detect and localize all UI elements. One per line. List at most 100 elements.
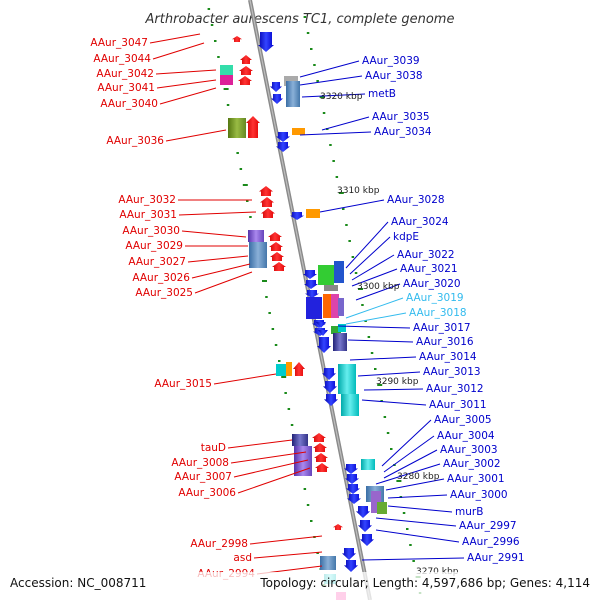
gene-block — [361, 459, 375, 470]
gene-label-aaur-3000[interactable]: AAur_3000 — [450, 489, 508, 501]
gene-label-aaur-2996[interactable]: AAur_2996 — [462, 536, 520, 548]
gene-label-aaur-3047[interactable]: AAur_3047 — [90, 37, 148, 49]
gene-block — [324, 285, 338, 291]
gene-label-aaur-3028[interactable]: AAur_3028 — [387, 194, 445, 206]
tick-mark — [351, 256, 355, 258]
tick-mark — [316, 80, 319, 82]
gene-arrow — [344, 464, 358, 474]
gene-label-aaur-3044[interactable]: AAur_3044 — [93, 53, 151, 65]
tick-mark — [303, 16, 307, 18]
gene-label-aaur-3011[interactable]: AAur_3011 — [429, 399, 487, 411]
tick-mark — [380, 400, 383, 402]
gene-label-aaur-3034[interactable]: AAur_3034 — [374, 126, 432, 138]
tick-mark — [377, 384, 383, 386]
leader-line — [375, 529, 460, 543]
gene-label-aaur-3006[interactable]: AAur_3006 — [178, 487, 236, 499]
gene-label-kdpe[interactable]: kdpE — [393, 231, 419, 243]
gene-label-aaur-3031[interactable]: AAur_3031 — [119, 209, 177, 221]
tick-mark — [239, 168, 243, 170]
gene-label-aaur-3015[interactable]: AAur_3015 — [154, 378, 212, 390]
tick-mark — [306, 504, 310, 506]
tick-mark — [306, 32, 310, 34]
gene-block — [220, 75, 233, 85]
leader-line — [181, 230, 247, 238]
gene-label-aaur-2997[interactable]: AAur_2997 — [459, 520, 517, 532]
gene-label-aaur-3017[interactable]: AAur_3017 — [413, 322, 471, 334]
gene-label-aaur-3041[interactable]: AAur_3041 — [97, 82, 155, 94]
gene-label-aaur-3036[interactable]: AAur_3036 — [106, 135, 164, 147]
topology-text: Topology: circular; Length: 4,597,686 bp… — [259, 576, 590, 590]
gene-label-taud[interactable]: tauD — [201, 442, 226, 454]
gene-arrow — [347, 494, 361, 504]
gene-label-aaur-3029[interactable]: AAur_3029 — [125, 240, 183, 252]
leader-line — [299, 75, 363, 86]
gene-arrow — [303, 270, 317, 279]
leader-line — [357, 371, 421, 377]
gene-label-aaur-3021[interactable]: AAur_3021 — [400, 263, 458, 275]
gene-label-aaur-3040[interactable]: AAur_3040 — [100, 98, 158, 110]
leader-line — [253, 551, 323, 559]
gene-arrow — [346, 484, 360, 494]
gene-block — [377, 502, 387, 514]
gene-label-aaur-3032[interactable]: AAur_3032 — [118, 194, 176, 206]
gene-block — [249, 242, 267, 268]
tick-mark — [281, 376, 287, 378]
gene-label-aaur-2998[interactable]: AAur_2998 — [190, 538, 248, 550]
gene-label-aaur-3007[interactable]: AAur_3007 — [174, 471, 232, 483]
leader-line — [194, 271, 253, 294]
gene-label-aaur-3038[interactable]: AAur_3038 — [365, 70, 423, 82]
gene-label-aaur-3022[interactable]: AAur_3022 — [397, 249, 455, 261]
gene-arrow — [344, 560, 358, 572]
gene-label-aaur-3003[interactable]: AAur_3003 — [440, 444, 498, 456]
tick-mark — [342, 208, 345, 210]
leader-line — [299, 131, 372, 136]
gene-arrow — [322, 368, 336, 380]
leader-line — [383, 435, 435, 473]
gene-label-asd[interactable]: asd — [233, 552, 252, 564]
tick-mark — [319, 96, 325, 98]
gene-label-aaur-3013[interactable]: AAur_3013 — [423, 366, 481, 378]
gene-label-aaur-3012[interactable]: AAur_3012 — [426, 383, 484, 395]
gene-label-aaur-2991[interactable]: AAur_2991 — [467, 552, 525, 564]
tick-mark — [386, 432, 390, 434]
gene-arrow — [358, 520, 372, 532]
gene-arrow — [276, 142, 290, 152]
leader-line — [349, 356, 417, 361]
gene-label-aaur-3018[interactable]: AAur_3018 — [409, 307, 467, 319]
tick-mark — [390, 448, 393, 450]
kbp-marker-3300: 3300 kbp — [357, 282, 400, 292]
gene-label-aaur-3016[interactable]: AAur_3016 — [416, 336, 474, 348]
gene-label-murb[interactable]: murB — [455, 506, 483, 518]
tick-mark — [370, 352, 374, 354]
leader-line — [301, 93, 366, 98]
gene-label-aaur-3019[interactable]: AAur_3019 — [406, 292, 464, 304]
gene-label-metb[interactable]: metB — [368, 88, 396, 100]
gene-label-aaur-3035[interactable]: AAur_3035 — [372, 111, 430, 123]
gene-arrow — [324, 394, 338, 406]
gene-label-aaur-3008[interactable]: AAur_3008 — [171, 457, 229, 469]
gene-label-aaur-3005[interactable]: AAur_3005 — [434, 414, 492, 426]
tick-mark — [412, 560, 415, 562]
leader-line — [345, 297, 404, 319]
gene-label-aaur-3025[interactable]: AAur_3025 — [135, 287, 193, 299]
gene-label-aaur-3026[interactable]: AAur_3026 — [132, 272, 190, 284]
gene-arrow — [259, 186, 273, 196]
gene-label-aaur-3030[interactable]: AAur_3030 — [122, 225, 180, 237]
gene-label-aaur-3024[interactable]: AAur_3024 — [391, 216, 449, 228]
gene-label-aaur-3020[interactable]: AAur_3020 — [403, 278, 461, 290]
gene-label-aaur-3002[interactable]: AAur_3002 — [443, 458, 501, 470]
gene-label-aaur-3039[interactable]: AAur_3039 — [362, 55, 420, 67]
tick-mark — [310, 520, 313, 522]
gene-block — [338, 324, 346, 332]
leader-line — [351, 254, 395, 281]
kbp-marker-3320: 3320 kbp — [320, 92, 363, 102]
gene-arrow — [258, 32, 274, 52]
gene-label-aaur-3014[interactable]: AAur_3014 — [419, 351, 477, 363]
gene-label-aaur-3004[interactable]: AAur_3004 — [437, 430, 495, 442]
gene-label-aaur-3001[interactable]: AAur_3001 — [447, 473, 505, 485]
tick-mark — [329, 144, 332, 146]
leader-line — [345, 221, 389, 269]
gene-label-aaur-3042[interactable]: AAur_3042 — [96, 68, 154, 80]
gene-label-aaur-3027[interactable]: AAur_3027 — [128, 256, 186, 268]
